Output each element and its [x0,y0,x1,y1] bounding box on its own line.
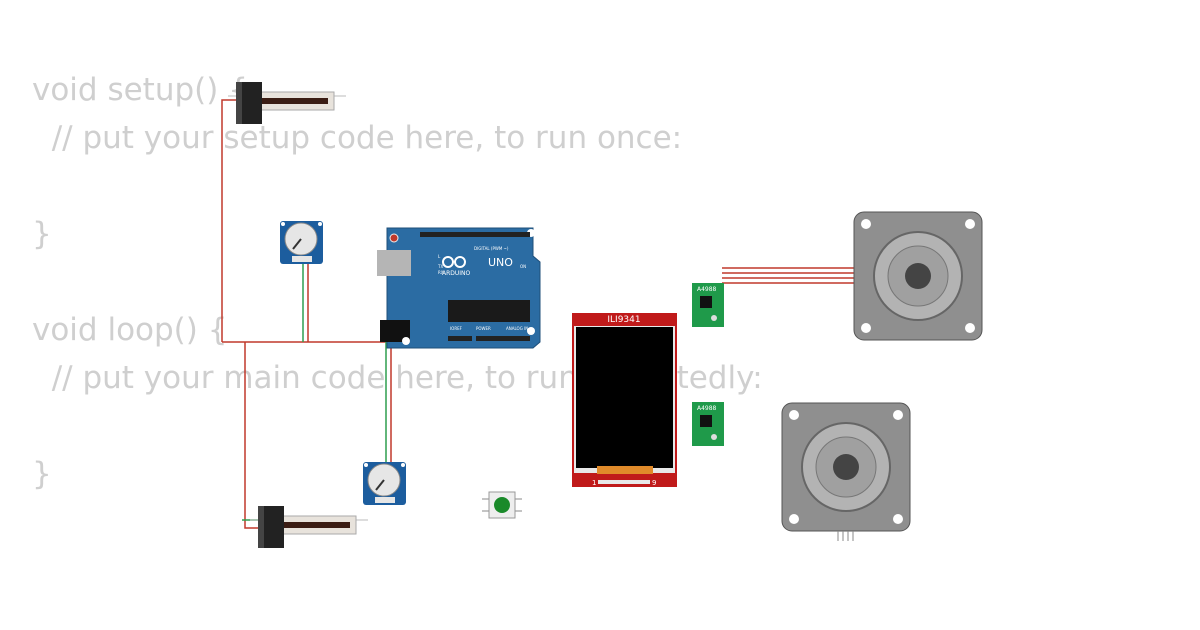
code-line: } [32,216,52,252]
display-pin-last: 9 [652,479,656,487]
code-line: void loop() { [32,312,228,348]
rotary-potentiometer-1[interactable] [280,221,323,264]
arduino-tx-label: TX [437,264,443,269]
arduino-on-label: ON [520,264,526,269]
arduino-ioref-label: IOREF [450,326,463,331]
slide-potentiometer-top[interactable] [228,82,346,124]
arduino-analog-label: ANALOG IN [506,326,528,331]
rotary-potentiometer-2[interactable] [363,462,406,505]
arduino-model-label: UNO [488,256,513,269]
arduino-power-label: POWER [476,326,491,331]
ili9341-display[interactable]: ILI9341 1 9 [572,313,677,487]
wire-red-bottom-slider [244,342,258,529]
driver-2-label: A4988 [697,405,717,412]
push-button[interactable] [482,491,522,519]
stepper-motor-1[interactable] [853,211,983,341]
arduino-rx-label: RX [438,270,444,275]
display-label: ILI9341 [607,315,640,325]
stepper-motor-2[interactable] [781,402,911,541]
slide-potentiometer-bottom[interactable] [250,506,368,548]
code-line: } [32,456,52,492]
code-line: void setup() { [32,72,248,108]
arduino-uno-board[interactable]: UNO ARDUINO DIGITAL (PWM ~) ON L TX RX P… [377,227,541,349]
wire-red-top-slider [221,99,236,342]
arduino-l-label: L [438,254,441,259]
arduino-brand-label: ARDUINO [442,270,471,277]
a4988-driver-1[interactable]: A4988 [692,283,724,327]
a4988-driver-2[interactable]: A4988 [692,402,724,446]
code-line: // put your setup code here, to run once… [32,120,683,156]
display-pin-first: 1 [592,479,596,487]
code-editor-background: void setup() { // put your setup code he… [32,66,763,498]
driver-1-label: A4988 [697,286,717,293]
arduino-digital-label: DIGITAL (PWM ~) [474,246,509,251]
